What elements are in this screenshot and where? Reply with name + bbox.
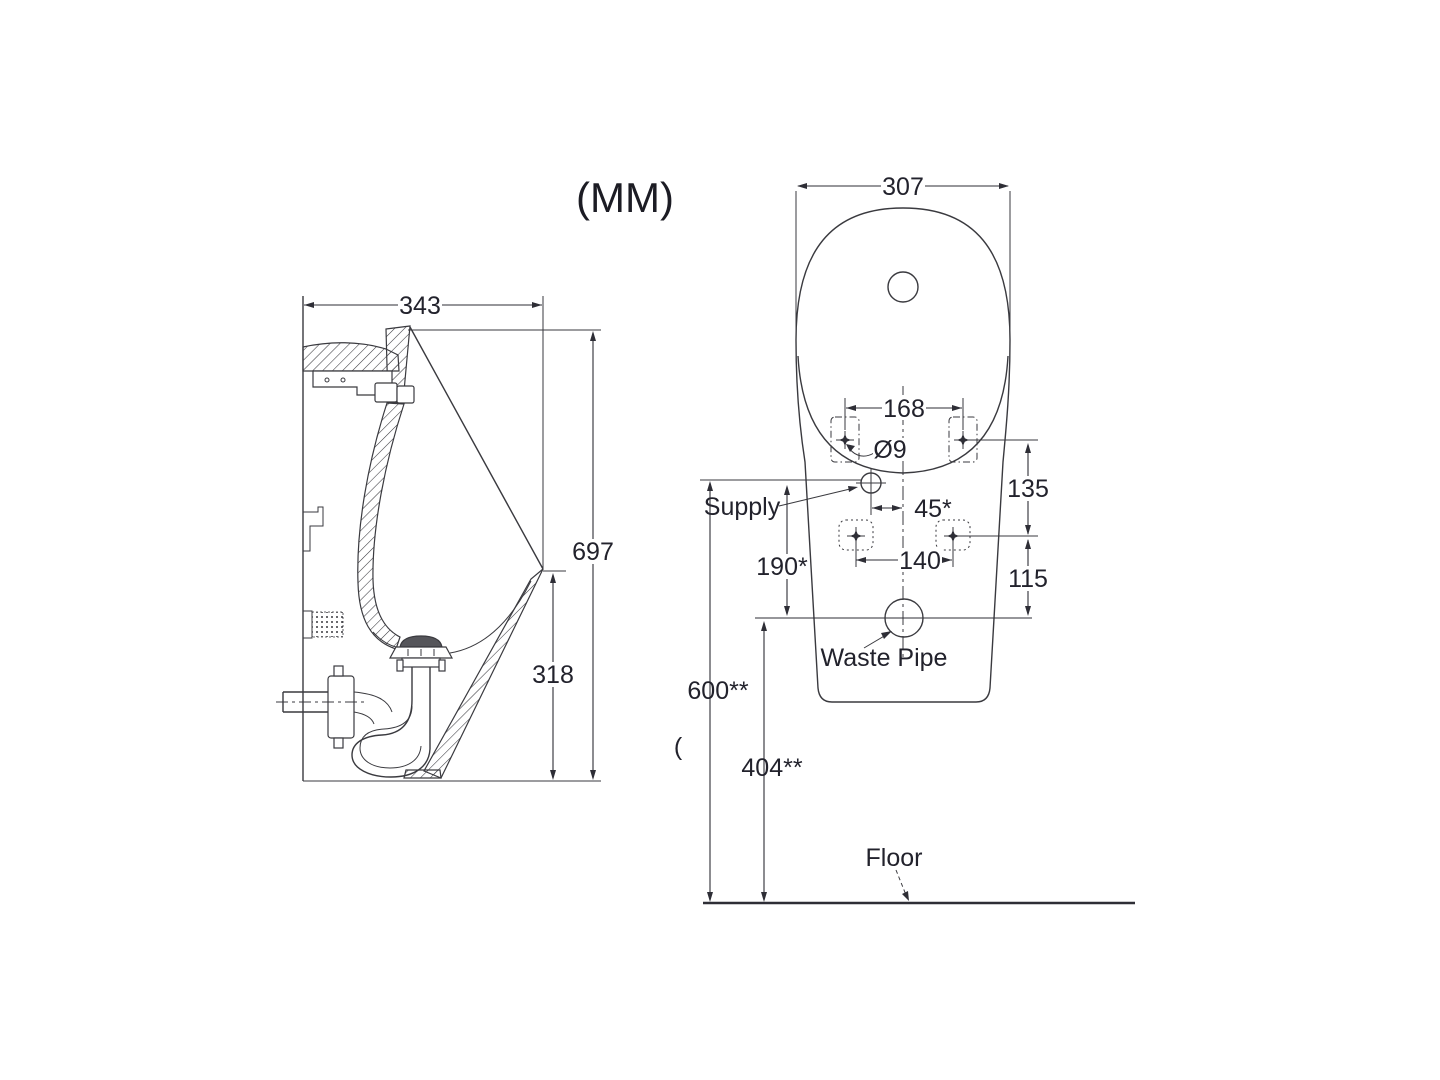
dim-45-group: 45* bbox=[870, 494, 953, 523]
dim-404: 404** bbox=[741, 754, 802, 782]
wall-outlet bbox=[276, 665, 364, 749]
waste-pipe-hole bbox=[884, 598, 924, 638]
dim-140: 140 bbox=[899, 547, 941, 575]
dim-190-group: 190* bbox=[756, 485, 808, 616]
gasket-pad bbox=[311, 611, 344, 638]
lower-mounting-holes bbox=[838, 519, 971, 551]
dim-115-group: 115 bbox=[1006, 539, 1050, 616]
floor-label-group: Floor bbox=[866, 844, 923, 901]
units-label: (MM) bbox=[576, 174, 674, 221]
right-extension-lines bbox=[959, 439, 1038, 537]
dim-343: 343 bbox=[399, 292, 441, 320]
dim-697-group: 697 bbox=[570, 331, 616, 780]
front-view: 307 168 Ø9 bbox=[674, 173, 1135, 905]
dim-318-group: 318 bbox=[531, 570, 575, 780]
inlet-fitting bbox=[374, 382, 398, 403]
body-outline bbox=[795, 207, 1011, 703]
waste-pipe-label: Waste Pipe bbox=[821, 644, 948, 672]
dim-168: 168 bbox=[883, 395, 925, 423]
dim-140-group: 140 bbox=[855, 545, 954, 575]
floor-label: Floor bbox=[866, 844, 923, 872]
dim-697: 697 bbox=[572, 538, 614, 566]
dim-600-group: 600** bbox=[687, 481, 749, 902]
p-trap bbox=[351, 691, 431, 778]
dim-318: 318 bbox=[532, 661, 574, 689]
bracket-hole bbox=[340, 377, 346, 383]
top-hole bbox=[887, 271, 919, 303]
side-section-view: 343 697 318 bbox=[276, 292, 616, 782]
dim-168-group: 168 bbox=[844, 395, 964, 430]
dim-307-group: 307 bbox=[795, 173, 1011, 330]
rim-section bbox=[302, 342, 400, 372]
dim-404-group: 404** bbox=[741, 621, 803, 902]
front-face-line bbox=[409, 326, 544, 570]
dim-307: 307 bbox=[882, 173, 924, 201]
supply-label-group: Supply bbox=[704, 486, 858, 521]
waste-pipe-label-group: Waste Pipe bbox=[821, 631, 948, 672]
hole-dia-callout: Ø9 bbox=[846, 436, 907, 464]
dim-600: 600** bbox=[687, 677, 748, 705]
dim-hole-dia: Ø9 bbox=[873, 436, 906, 464]
front-wall-section bbox=[423, 568, 544, 779]
dim-343-group: 343 bbox=[302, 292, 544, 570]
dim-45: 45* bbox=[914, 495, 952, 523]
stray-paren-mark: ( bbox=[674, 733, 683, 761]
inlet-fitting-nut bbox=[396, 385, 415, 404]
dim-135-group: 135 bbox=[1006, 443, 1050, 535]
bowl-inner-front bbox=[449, 580, 532, 654]
wall-hook bbox=[303, 506, 324, 552]
gasket-tab bbox=[302, 610, 313, 639]
backwall-section bbox=[357, 402, 405, 650]
bracket-hole bbox=[324, 377, 330, 383]
dim-190: 190* bbox=[756, 553, 808, 581]
hanger-bracket bbox=[312, 370, 393, 396]
supply-hole bbox=[856, 468, 886, 498]
dim-115: 115 bbox=[1008, 565, 1048, 593]
dim-135: 135 bbox=[1007, 475, 1049, 503]
supply-label: Supply bbox=[704, 493, 781, 521]
drain-strainer bbox=[388, 635, 454, 700]
